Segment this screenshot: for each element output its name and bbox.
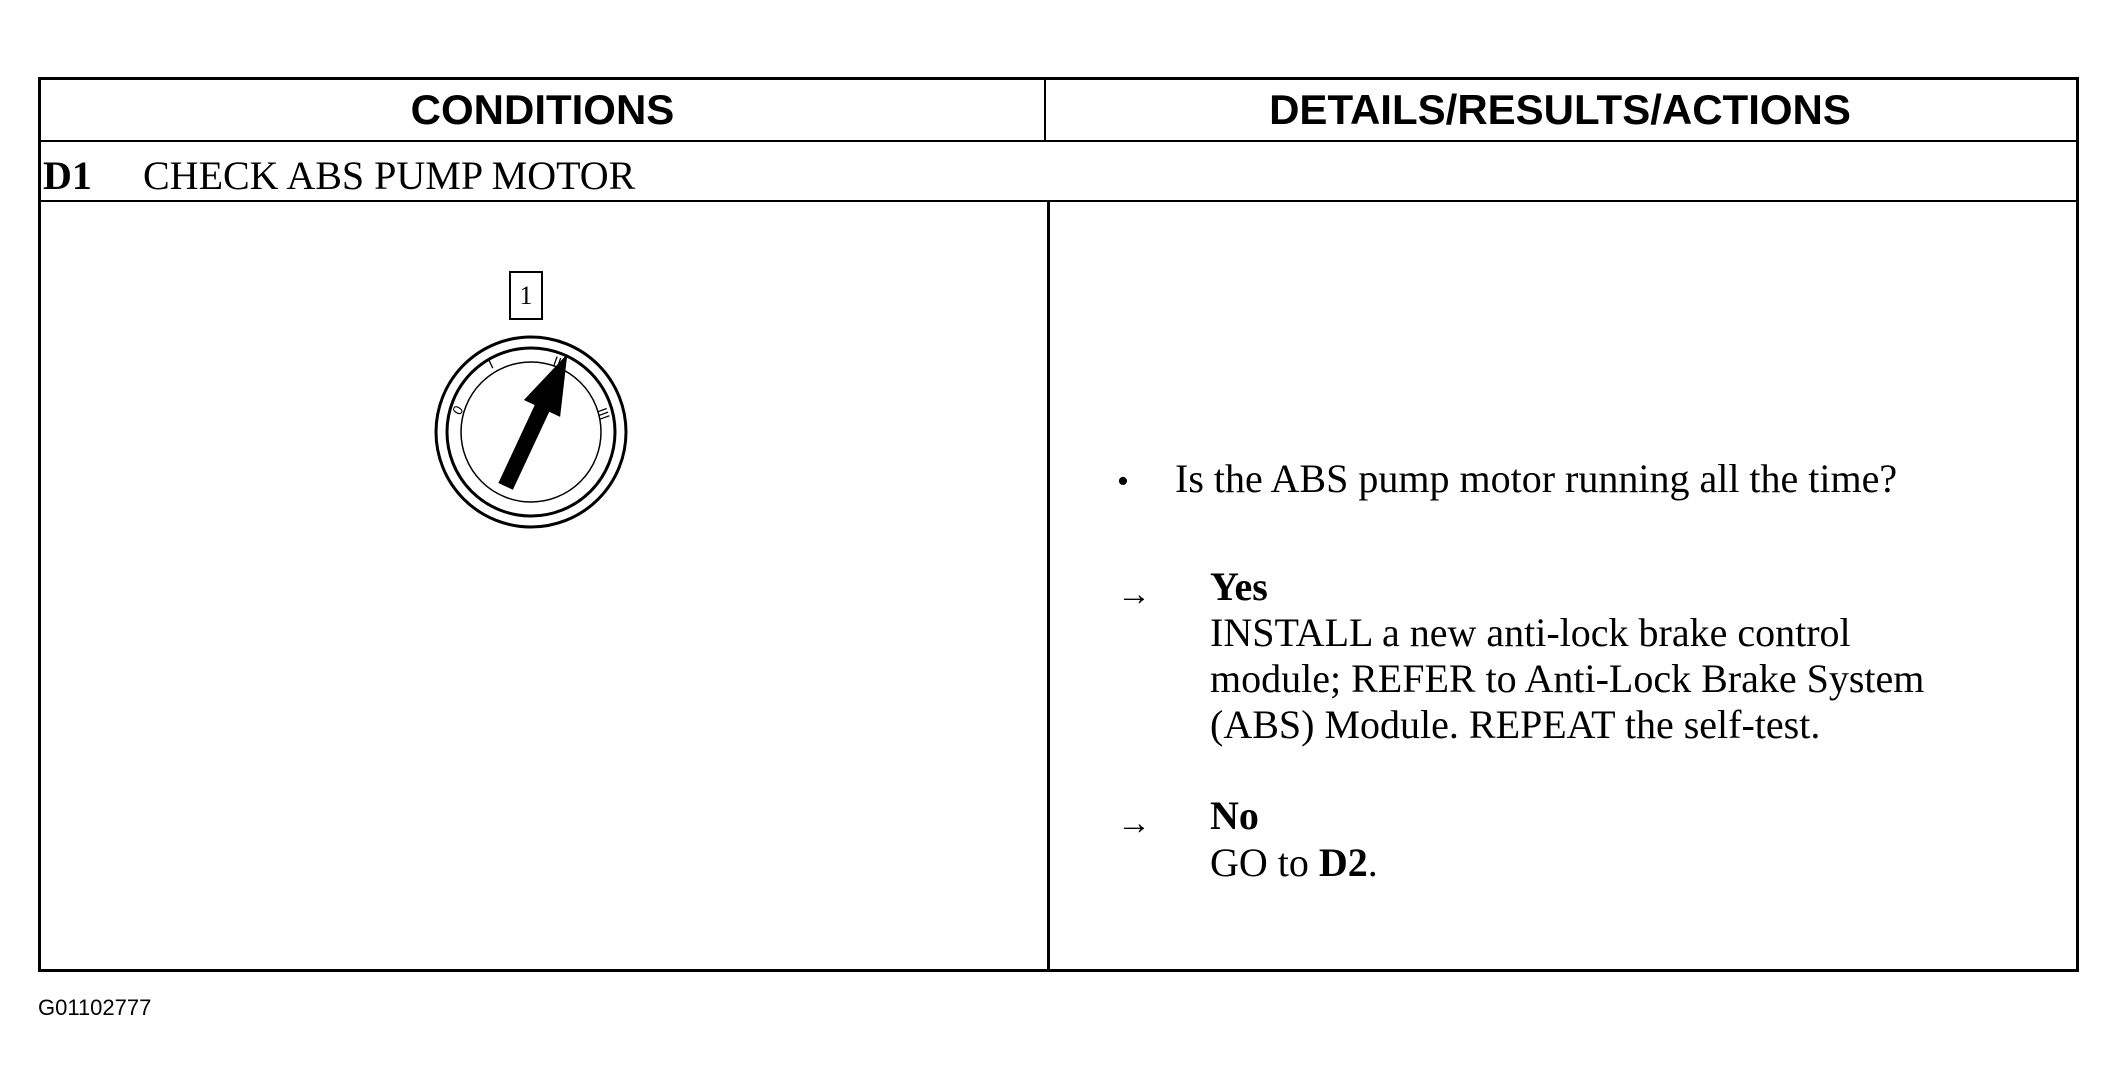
ignition-mark-3: III — [594, 406, 613, 422]
table-header-row: CONDITIONS DETAILS/RESULTS/ACTIONS — [41, 80, 2076, 142]
diagnostic-table: CONDITIONS DETAILS/RESULTS/ACTIONS D1 CH… — [38, 77, 2079, 972]
ignition-mark-0: 0 — [449, 403, 467, 418]
header-divider — [1044, 80, 1046, 140]
step-title-row: D1 CHECK ABS PUMP MOTOR — [41, 142, 2076, 202]
ignition-mark-1: I — [486, 356, 496, 372]
figure-id: G01102777 — [38, 995, 152, 1020]
no-action-target: D2 — [1318, 840, 1368, 885]
ignition-switch-icon: 0 I II III — [434, 335, 628, 529]
details-header: DETAILS/RESULTS/ACTIONS — [1269, 86, 1851, 133]
bullet-icon: • — [1117, 463, 1129, 500]
no-label: No — [1210, 793, 1259, 838]
no-action-prefix: GO to — [1210, 840, 1319, 885]
diagnostic-question: Is the ABS pump motor running all the ti… — [1175, 456, 1898, 501]
step-title: CHECK ABS PUMP MOTOR — [143, 153, 636, 198]
arrow-right-icon: → — [1117, 576, 1151, 613]
conditions-header: CONDITIONS — [410, 86, 675, 133]
step-id: D1 — [43, 153, 92, 198]
yes-action: INSTALL a new anti-lock brake control mo… — [1210, 610, 1924, 748]
column-divider — [1047, 202, 1050, 972]
yes-action-line: module; REFER to Anti-Lock Brake System — [1210, 656, 1925, 701]
key-position-box: 1 — [509, 271, 543, 320]
arrow-right-icon: → — [1117, 805, 1151, 842]
key-arrow — [498, 354, 568, 490]
yes-label: Yes — [1210, 564, 1268, 609]
no-action-suffix: . — [1367, 840, 1378, 885]
yes-action-line: (ABS) Module. REPEAT the self-test. — [1210, 702, 1821, 747]
yes-action-line: INSTALL a new anti-lock brake control — [1210, 610, 1851, 655]
no-action: GO to D2. — [1210, 840, 1378, 886]
